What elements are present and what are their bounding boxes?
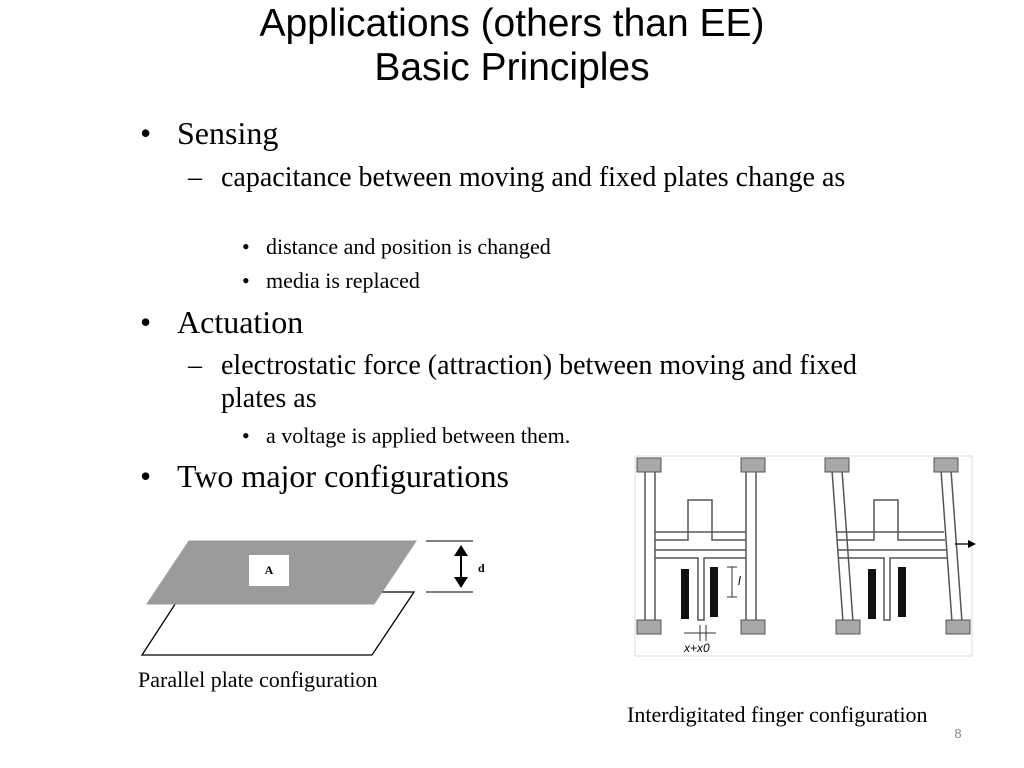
slide-title: Applications (others than EE) Basic Prin…	[0, 2, 1024, 90]
displacement-label: x+x0	[683, 641, 710, 655]
title-line-1: Applications (others than EE)	[259, 2, 765, 45]
anchor-pad	[824, 457, 850, 473]
dash-marker: –	[188, 162, 202, 193]
area-label-box	[249, 555, 289, 586]
bullet-text: Two major configurations	[177, 458, 509, 494]
bullet-marker: •	[242, 268, 250, 293]
bullet-marker: •	[140, 115, 152, 151]
anchor-pad	[835, 619, 861, 635]
sub-sub-bullet-text: distance and position is changed	[266, 234, 551, 259]
figure-frame	[634, 455, 973, 657]
bullet-marker: •	[242, 423, 250, 448]
sub-bullet-text: electrostatic force (attraction) between…	[221, 350, 857, 414]
gap-arrow-head-up	[454, 545, 468, 556]
force-arrow-head	[968, 540, 976, 548]
finger-length-label: l	[738, 574, 741, 588]
bullet-marker: •	[140, 458, 152, 494]
bullet-marker: •	[242, 234, 250, 259]
gap-label: d	[478, 561, 485, 575]
finger-left	[681, 569, 689, 619]
bullet-text: Sensing	[177, 115, 279, 151]
anchor-pad	[636, 457, 662, 473]
bullet-text: Actuation	[177, 304, 304, 340]
sub-sub-bullet-text: media is replaced	[266, 268, 420, 293]
interdigitated-caption: Interdigitated finger configuration	[627, 702, 928, 727]
page-number: 8	[954, 726, 962, 741]
parallel-plate-caption: Parallel plate configuration	[138, 667, 378, 692]
anchor-pad	[933, 457, 959, 473]
anchor-pad	[740, 619, 766, 635]
sub-bullet-text: capacitance between moving and fixed pla…	[221, 162, 846, 193]
title-line-2: Basic Principles	[374, 46, 650, 89]
right-structure	[831, 469, 963, 623]
dash-marker: –	[188, 350, 202, 381]
anchor-pad	[636, 619, 662, 635]
area-label: A	[265, 563, 274, 577]
finger-right	[898, 567, 906, 617]
anchor-pad	[740, 457, 766, 473]
anchor-pad	[945, 619, 971, 635]
sub-sub-bullet-text: a voltage is applied between them.	[266, 423, 571, 448]
finger-right	[710, 567, 718, 617]
gap-arrow-head-down	[454, 577, 468, 588]
bullet-marker: •	[140, 304, 152, 340]
finger-left	[868, 569, 876, 619]
left-structure	[644, 470, 757, 622]
